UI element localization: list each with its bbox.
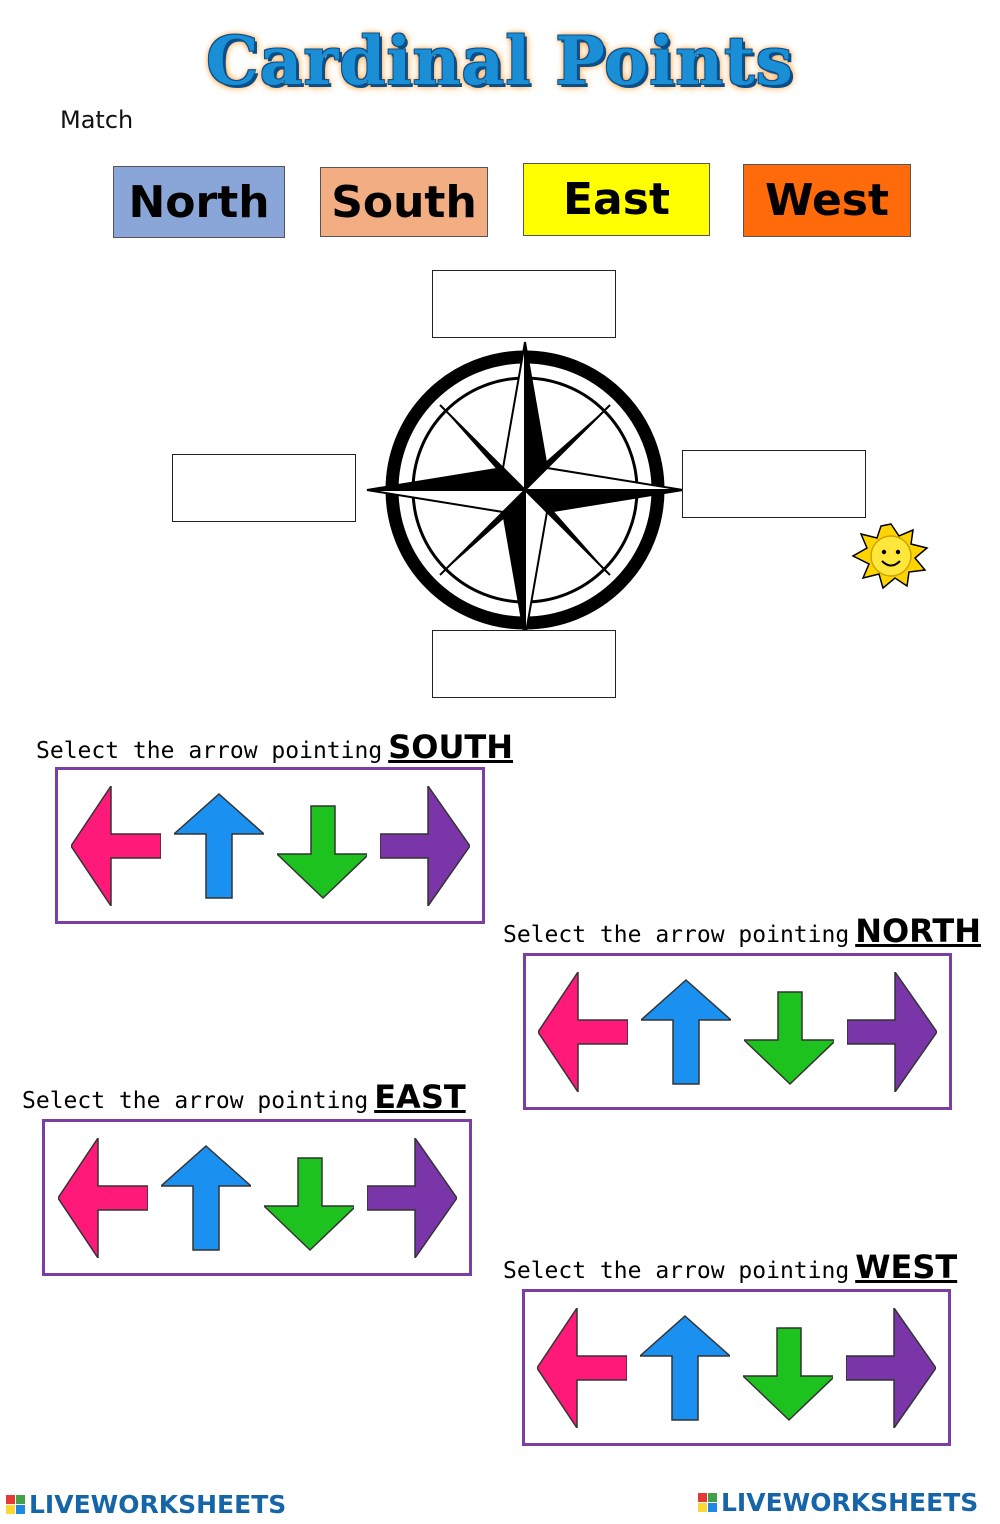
logo-cube-icon [698,1493,717,1512]
prompt-text: Select the arrow pointing [503,1258,850,1284]
right-arrow-icon[interactable] [846,971,937,1092]
up-arrow-icon[interactable] [173,786,264,906]
page-title: Cardinal Points [206,22,794,100]
question-west-arrow-options [522,1289,951,1446]
left-arrow-icon[interactable] [538,971,629,1092]
footer-logo-right: LIVEWORKSHEETS [698,1488,978,1517]
target-direction: NORTH [855,912,981,950]
left-arrow-icon[interactable] [70,785,161,906]
footer-brand-right: LIVEWORKSHEETS [721,1488,979,1517]
right-arrow-icon[interactable] [845,1307,936,1428]
target-direction: WEST [855,1248,958,1286]
east-drop-box[interactable] [682,450,866,518]
down-arrow-icon[interactable] [742,1308,833,1428]
prompt-text: Select the arrow pointing [503,922,850,948]
north-drop-box[interactable] [432,270,616,338]
footer-logo-left: LIVEWORKSHEETS [6,1490,286,1519]
prompt-text: Select the arrow pointing [22,1088,369,1114]
sun-icon [851,523,929,590]
right-arrow-icon[interactable] [366,1137,457,1258]
question-north-arrow-options [523,953,952,1110]
south-card-label: South [331,176,477,228]
up-arrow-icon[interactable] [641,972,732,1092]
east-card[interactable]: East [523,163,710,236]
south-drop-box[interactable] [432,630,616,698]
right-arrow-icon[interactable] [379,785,470,906]
down-arrow-icon[interactable] [263,1138,354,1258]
footer-brand-left: LIVEWORKSHEETS [29,1490,287,1519]
target-direction: SOUTH [388,728,514,766]
match-instruction: Match [60,106,134,134]
compass-rose-icon [366,341,684,639]
left-arrow-icon[interactable] [537,1307,628,1428]
target-direction: EAST [374,1078,466,1116]
east-card-label: East [563,174,670,225]
left-arrow-icon[interactable] [57,1137,148,1258]
west-card-label: West [764,175,890,226]
west-card[interactable]: West [743,164,911,237]
up-arrow-icon[interactable] [160,1138,251,1258]
down-arrow-icon[interactable] [743,972,834,1092]
north-card[interactable]: North [113,166,285,238]
logo-cube-icon [6,1495,25,1514]
question-south-arrow-options [55,767,485,924]
up-arrow-icon[interactable] [640,1308,731,1428]
north-card-label: North [128,176,270,228]
prompt-text: Select the arrow pointing [36,738,383,764]
south-card[interactable]: South [320,167,488,237]
down-arrow-icon[interactable] [276,786,367,906]
question-east-arrow-options [42,1119,472,1276]
west-drop-box[interactable] [172,454,356,522]
